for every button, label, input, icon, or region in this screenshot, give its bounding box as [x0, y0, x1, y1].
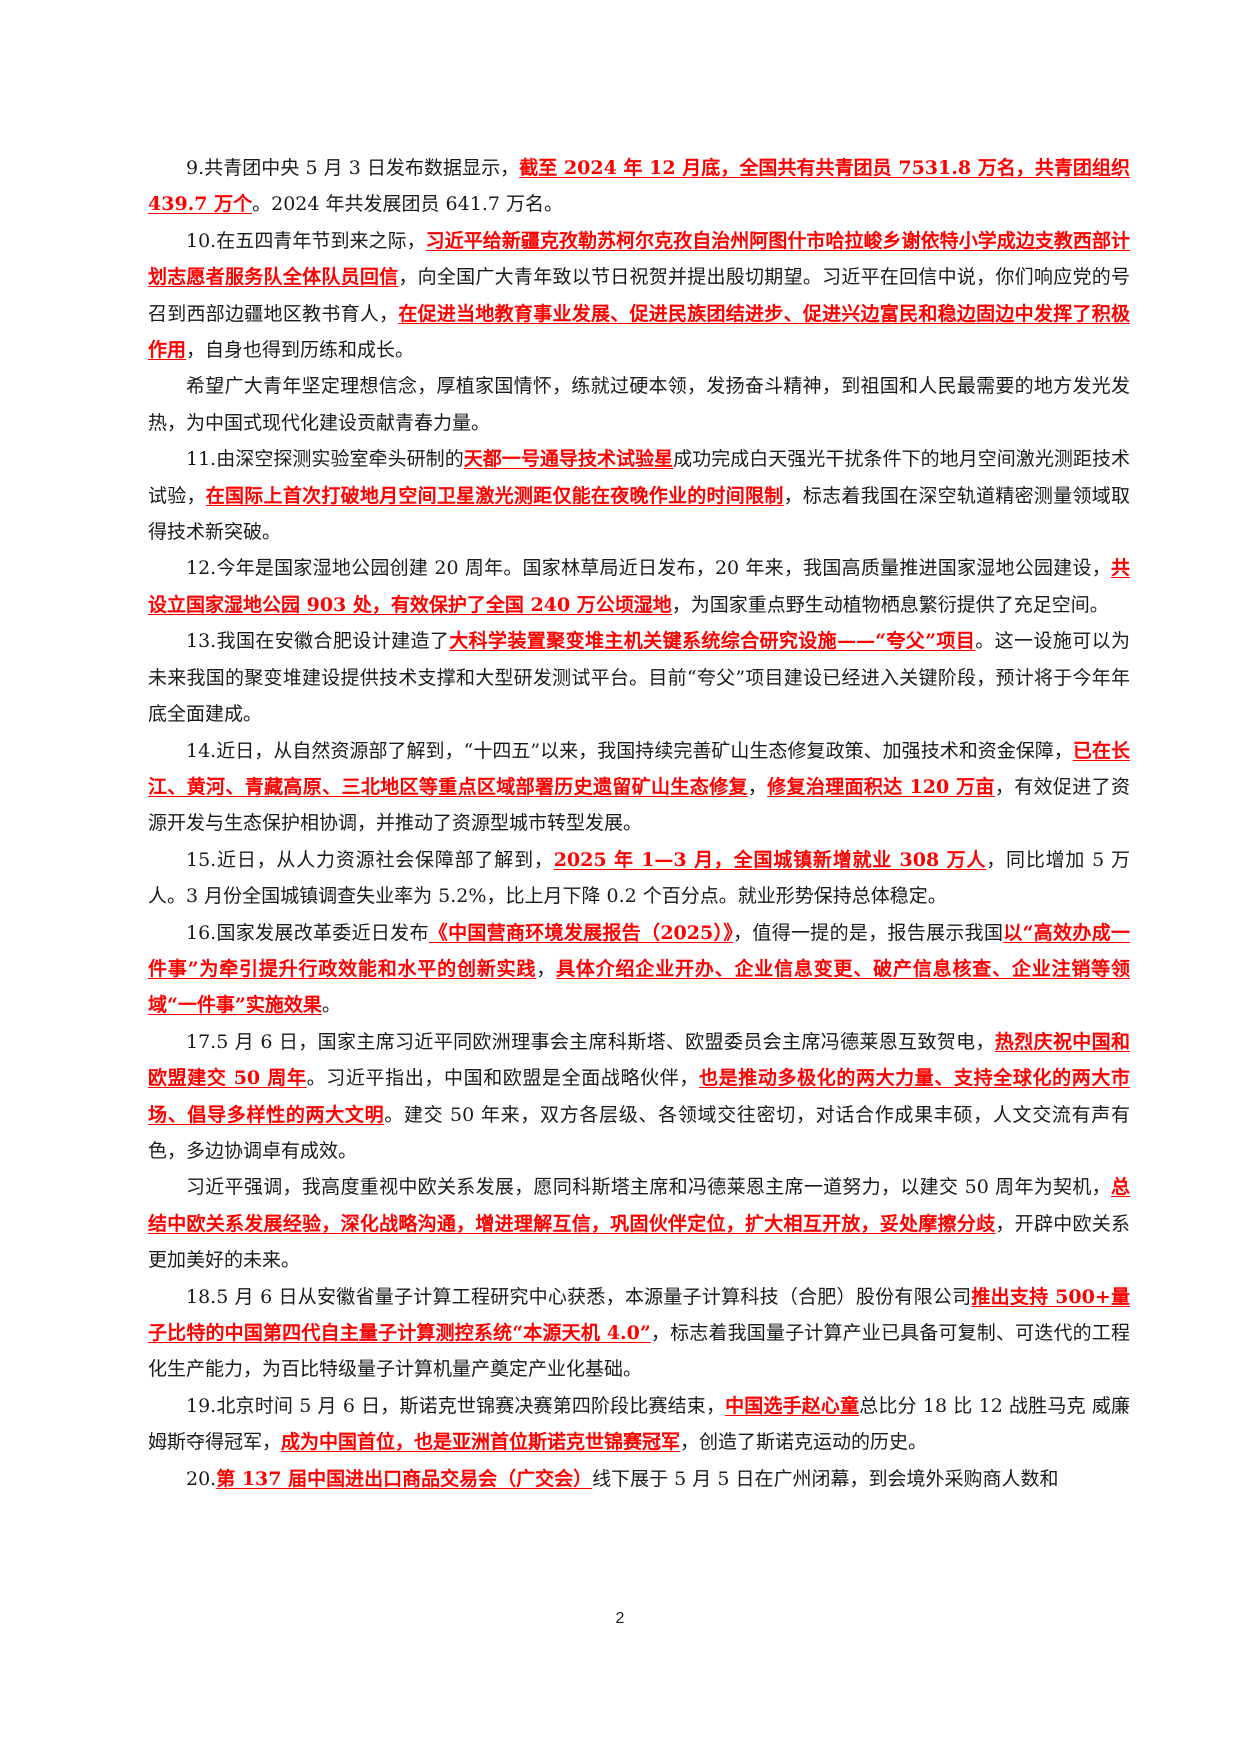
body-text: ，标志着我国量子计算产业已具备可复制、可迭代的工程化生产能力，为百比特级量子计算… — [148, 1322, 1130, 1381]
body-text: ，创造了斯诺克运动的历史。 — [680, 1431, 928, 1454]
paragraph: 14.近日，从自然资源部了解到，“十四五”以来，我国持续完善矿山生态修复政策、加… — [148, 733, 1130, 842]
highlighted-text: 大科学装置聚变堆主机关键系统综合研究设施——“夸父”项目 — [449, 630, 976, 653]
highlighted-text: 也是推动多极化的两大力量、支持全球化的两大市场、倡导多样性的两大文明 — [148, 1067, 1130, 1126]
paragraph: 10.在五四青年节到来之际，习近平给新疆克孜勒苏柯尔克孜自治州阿图什市哈拉峻乡谢… — [148, 223, 1130, 369]
highlighted-text: 第 137 届中国进出口商品交易会（广交会） — [216, 1467, 593, 1490]
body-text: 。这一设施可以为未来我国的聚变堆建设提供技术支撑和大型研发测试平台。目前“夸父”… — [148, 630, 1130, 726]
body-text: 13.我国在安徽合肥设计建造了 — [186, 630, 450, 653]
paragraph: 19.北京时间 5 月 6 日，斯诺克世锦赛决赛第四阶段比赛结束，中国选手赵心童… — [148, 1388, 1130, 1461]
paragraph: 11.由深空探测实验室牵头研制的天都一号通导技术试验星成功完成白天强光干扰条件下… — [148, 441, 1130, 550]
body-text: 。建交 50 年来，双方各层级、各领域交往密切，对话合作成果丰硕，人文交流有声有… — [148, 1103, 1130, 1162]
highlighted-text: 《中国营商环境发展报告（2025）》 — [428, 921, 734, 944]
highlighted-text: 推出支持 500+量子比特的中国第四代自主量子计算测控系统“本源天机 4.0” — [148, 1285, 1130, 1344]
highlighted-text: 天都一号通导技术试验星 — [463, 448, 674, 471]
body-text: ，自身也得到历练和成长。 — [186, 339, 415, 362]
paragraph: 希望广大青年坚定理想信念，厚植家国情怀，练就过硬本领，发扬奋斗精神，到祖国和人民… — [148, 368, 1130, 441]
highlighted-text: 修复治理面积达 120 万亩 — [767, 775, 995, 798]
body-text: 10.在五四青年节到来之际， — [186, 229, 426, 252]
body-text: 希望广大青年坚定理想信念，厚植家国情怀，练就过硬本领，发扬奋斗精神，到祖国和人民… — [148, 375, 1130, 434]
body-text: ，为国家重点野生动植物栖息繁衍提供了充足空间。 — [671, 593, 1109, 616]
body-text: 。2024 年共发展团员 641.7 万名。 — [252, 193, 563, 216]
paragraph: 18.5 月 6 日从安徽省量子计算工程研究中心获悉，本源量子计算科技（合肥）股… — [148, 1279, 1130, 1388]
paragraph: 16.国家发展改革委近日发布《中国营商环境发展报告（2025）》，值得一提的是，… — [148, 915, 1130, 1024]
body-text: 总比分 18 比 12 战胜马克 威廉姆斯夺得冠军， — [148, 1394, 1130, 1454]
body-text: 15.近日，从人力资源社会保障部了解到， — [186, 848, 554, 871]
paragraph: 20.第 137 届中国进出口商品交易会（广交会）线下展于 5 月 5 日在广州… — [148, 1461, 1130, 1497]
body-text: 18.5 月 6 日从安徽省量子计算工程研究中心获悉，本源量子计算科技（合肥）股… — [186, 1285, 972, 1308]
highlighted-text: 热烈庆祝中国和欧盟建交 50 周年 — [148, 1030, 1130, 1090]
paragraph: 习近平强调，我高度重视中欧关系发展，愿同科斯塔主席和冯德莱恩主席一道努力，以建交… — [148, 1169, 1130, 1278]
body-text: ，有效促进了资源开发与生态保护相协调，并推动了资源型城市转型发展。 — [148, 775, 1130, 835]
body-text: ，开辟中欧关系更加美好的未来。 — [148, 1212, 1130, 1272]
highlighted-text: 中国选手赵心童 — [725, 1394, 860, 1417]
body-text: 12.今年是国家湿地公园创建 20 周年。国家林草局近日发布，20 年来，我国高… — [186, 557, 1111, 580]
body-text: ，标志着我国在深空轨道精密测量领域取得技术新突破。 — [148, 484, 1130, 544]
body-text: 17.5 月 6 日，国家主席习近平同欧洲理事会主席科斯塔、欧盟委员会主席冯德莱… — [186, 1030, 995, 1053]
highlighted-text: 具体介绍企业开办、企业信息变更、破产信息核查、企业注销等领域“一件事”实施效果 — [148, 957, 1130, 1017]
body-text: ，同比增加 5 万人。3 月份全国城镇调查失业率为 5.2%，比上月下降 0.2… — [148, 848, 1131, 908]
body-text: 19.北京时间 5 月 6 日，斯诺克世锦赛决赛第四阶段比赛结束， — [186, 1394, 726, 1417]
body-text: 。 — [321, 994, 341, 1017]
highlighted-text: 截至 2024 年 12 月底，全国共有共青团员 7531.8 万名，共青团组织… — [148, 157, 1131, 216]
body-text: ， — [536, 957, 557, 980]
body-text: 。习近平指出，中国和欧盟是全面战略伙伴， — [306, 1067, 699, 1090]
paragraph: 13.我国在安徽合肥设计建造了大科学装置聚变堆主机关键系统综合研究设施——“夸父… — [148, 623, 1130, 732]
body-text: 习近平强调，我高度重视中欧关系发展，愿同科斯塔主席和冯德莱恩主席一道努力，以建交… — [186, 1176, 1111, 1199]
paragraph: 17.5 月 6 日，国家主席习近平同欧洲理事会主席科斯塔、欧盟委员会主席冯德莱… — [148, 1024, 1130, 1170]
body-text: ，向全国广大青年致以节日祝贺并提出殷切期望。习近平在回信中说，你们响应党的号召到… — [148, 266, 1130, 325]
paragraph: 9.共青团中央 5 月 3 日发布数据显示，截至 2024 年 12 月底，全国… — [148, 150, 1130, 223]
highlighted-text: 总结中欧关系发展经验，深化战略沟通，增进理解互信，巩固伙伴定位，扩大相互开放，妥… — [148, 1176, 1130, 1235]
body-text: ，值得一提的是，报告展示我国 — [733, 921, 1004, 944]
document-body: 9.共青团中央 5 月 3 日发布数据显示，截至 2024 年 12 月底，全国… — [148, 150, 1130, 1497]
body-text: ， — [747, 775, 768, 798]
page-number: 2 — [615, 1610, 625, 1627]
highlighted-text: 以“高效办成一件事”为牵引提升行政效能和水平的创新实践 — [148, 921, 1130, 980]
body-text: 线下展于 5 月 5 日在广州闭幕，到会境外采购商人数和 — [592, 1467, 1059, 1490]
body-text: 14.近日，从自然资源部了解到，“十四五”以来，我国持续完善矿山生态修复政策、加… — [186, 739, 1073, 762]
paragraph: 12.今年是国家湿地公园创建 20 周年。国家林草局近日发布，20 年来，我国高… — [148, 550, 1130, 623]
body-text: 11.由深空探测实验室牵头研制的 — [186, 448, 464, 471]
body-text: 9.共青团中央 5 月 3 日发布数据显示， — [186, 157, 520, 179]
body-text: 16.国家发展改革委近日发布 — [186, 921, 429, 944]
highlighted-text: 习近平给新疆克孜勒苏柯尔克孜自治州阿图什市哈拉峻乡谢依特小学成边支教西部计划志愿… — [148, 229, 1130, 289]
body-text: 20. — [186, 1467, 217, 1490]
paragraph: 15.近日，从人力资源社会保障部了解到，2025 年 1—3 月，全国城镇新增就… — [148, 842, 1130, 915]
highlighted-text: 成为中国首位，也是亚洲首位斯诺克世锦赛冠军 — [281, 1431, 681, 1454]
highlighted-text: 在国际上首次打破地月空间卫星激光测距仅能在夜晚作业的时间限制 — [205, 484, 784, 507]
body-text: 成功完成白天强光干扰条件下的地月空间激光测距技术试验， — [148, 448, 1130, 507]
highlighted-text: 在促进当地教育事业发展、促进民族团结进步、促进兴边富民和稳边固边中发挥了积极作用 — [148, 302, 1130, 362]
highlighted-text: 共设立国家湿地公园 903 处，有效保护了全国 240 万公顷湿地 — [148, 557, 1130, 616]
highlighted-text: 2025 年 1—3 月，全国城镇新增就业 308 万人 — [553, 848, 987, 871]
highlighted-text: 已在长江、黄河、青藏高原、三北地区等重点区域部署历史遗留矿山生态修复 — [148, 739, 1130, 798]
